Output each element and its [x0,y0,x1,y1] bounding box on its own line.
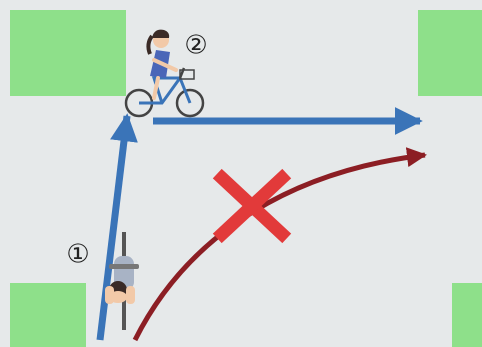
grass-bottom-left [10,283,86,347]
grass-top-right [418,10,482,96]
cyclist-1-label: ① [66,240,89,270]
grass-top-left [10,10,126,96]
grass-bottom-right [452,283,482,347]
cyclist-2-label: ② [184,31,207,61]
